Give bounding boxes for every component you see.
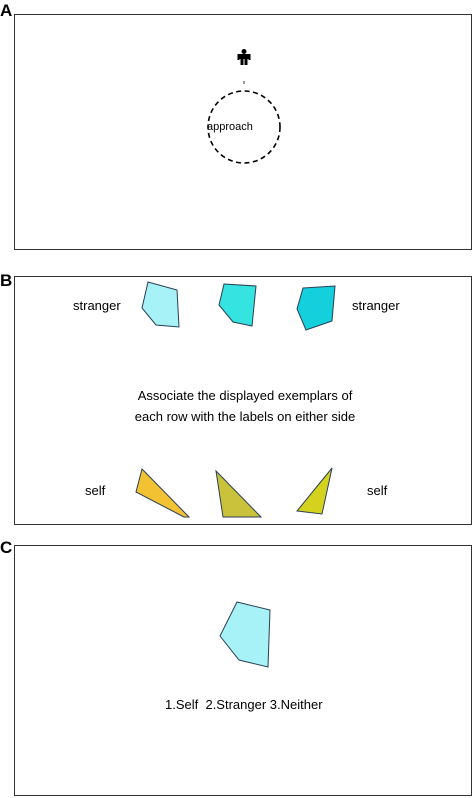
panel-c: 1.Self 2.Stranger 3.Neither (14, 545, 472, 796)
self-exemplar-3 (296, 467, 333, 515)
bottom-right-label: self (367, 483, 388, 498)
self-exemplar-1 (135, 468, 191, 518)
approach-label: approach (207, 121, 253, 133)
response-options: 1.Self 2.Stranger 3.Neither (165, 697, 323, 712)
panel-c-letter: C (0, 538, 13, 557)
top-right-label: stranger (352, 298, 400, 313)
stranger-exemplar-2 (218, 283, 257, 327)
bottom-left-label: self (85, 483, 106, 498)
test-exemplar (219, 601, 271, 668)
instruction-line-1: Associate the displayed exemplars of (137, 388, 353, 403)
approach-circle (207, 90, 281, 164)
top-left-label: stranger (73, 298, 121, 313)
panel-b-letter: B (0, 271, 13, 290)
small-tick-mark (243, 81, 245, 84)
panel-a: approach (14, 14, 472, 250)
stranger-exemplar-3 (296, 285, 336, 331)
instruction-line-2: each row with the labels on either side (134, 409, 356, 424)
panel-a-letter: A (0, 1, 13, 20)
panel-b: stranger stranger Associate the displaye… (14, 276, 472, 525)
self-exemplar-2 (215, 469, 263, 518)
instruction-text: Associate the displayed exemplars of eac… (95, 385, 395, 427)
stranger-exemplar-1 (141, 281, 180, 328)
person-icon (237, 49, 251, 65)
